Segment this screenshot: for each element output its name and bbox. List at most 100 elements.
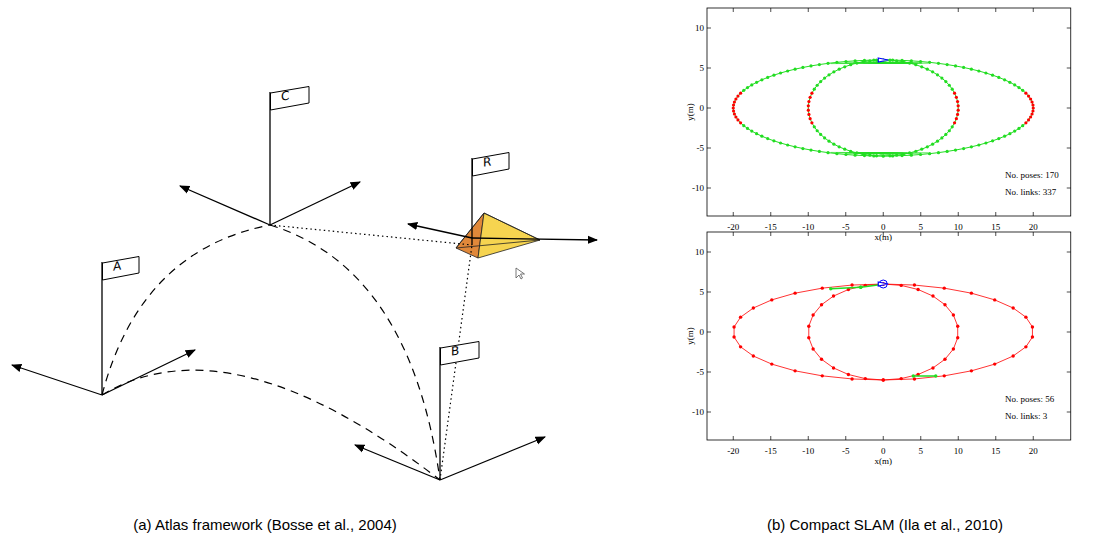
- pose-dot: [734, 115, 737, 118]
- pose-dot: [835, 152, 838, 155]
- pose-dot: [752, 306, 755, 309]
- pose-dot: [1031, 103, 1034, 106]
- pose-dot: [862, 153, 865, 156]
- pose-dot: [818, 150, 821, 153]
- pose-dot: [859, 286, 862, 289]
- pose-dot: [820, 303, 823, 306]
- frame-label: B: [451, 343, 459, 358]
- axis: [102, 350, 195, 395]
- pose-dot: [807, 104, 810, 107]
- pose-dot: [739, 315, 742, 318]
- pose-dot: [1003, 135, 1006, 138]
- pose-dot: [739, 345, 742, 348]
- pose-dot: [899, 377, 902, 380]
- pose-dot: [823, 136, 826, 139]
- pose-dot: [807, 109, 810, 112]
- robot-marker: [878, 58, 888, 62]
- graph-stat: No. poses: 170: [1005, 171, 1059, 180]
- pose-dot: [809, 117, 812, 120]
- pose-dot: [827, 73, 830, 76]
- flag-shape: [270, 86, 312, 112]
- pose-dot: [813, 125, 816, 128]
- tick-label: 15: [991, 223, 1000, 232]
- pose-dot: [916, 288, 919, 291]
- pose-dot: [936, 73, 939, 76]
- pose-dot: [862, 60, 865, 63]
- robot-marker: [878, 282, 888, 286]
- frame-flag: R: [472, 152, 512, 245]
- figure-caption: (a) Atlas framework (Bosse et al., 2004): [133, 517, 396, 532]
- tick: [845, 436, 846, 440]
- tick-label: 10: [954, 223, 963, 232]
- pose-dot: [838, 145, 841, 148]
- pose-dot: [1030, 100, 1033, 103]
- tick: [845, 232, 846, 236]
- tick: [808, 8, 809, 12]
- tick: [770, 8, 771, 12]
- pose-dot: [920, 148, 923, 151]
- pose-dot: [937, 62, 940, 65]
- pose-dot: [739, 92, 742, 95]
- tick: [707, 372, 711, 373]
- tick: [958, 8, 959, 12]
- pose-dot: [755, 132, 758, 135]
- tick-label: -5: [842, 447, 850, 456]
- pose-dot: [913, 377, 916, 380]
- tick-label: 0: [881, 223, 886, 232]
- figure-caption: (b) Compact SLAM (Ila et al., 2010): [767, 517, 1003, 532]
- pose-dot: [956, 325, 959, 328]
- pose-dot: [984, 141, 987, 144]
- pose-dot: [931, 294, 934, 297]
- tick-label: 20: [1029, 223, 1038, 232]
- pose-dot: [732, 325, 735, 328]
- pose-dot: [736, 94, 739, 97]
- tick-label: -10: [802, 223, 814, 232]
- pose-dot: [913, 283, 916, 286]
- pose-dot: [955, 96, 958, 99]
- pose-dot: [919, 153, 922, 156]
- tick-label: 5: [700, 288, 705, 297]
- pose-dot: [807, 100, 810, 103]
- tick: [995, 232, 996, 236]
- pose-dot: [810, 92, 813, 95]
- odometry-link: [733, 60, 1033, 156]
- tick: [1033, 8, 1034, 12]
- tick: [707, 28, 711, 29]
- tick: [845, 212, 846, 216]
- tick: [1067, 372, 1071, 373]
- pole: [101, 262, 102, 395]
- tick: [733, 212, 734, 216]
- pose-dot: [984, 71, 987, 74]
- loop-link: [861, 285, 880, 287]
- tick-label: 10: [695, 24, 704, 33]
- axis-title: y(m): [686, 327, 695, 345]
- pose-dot: [813, 88, 816, 91]
- pose-dot: [1024, 92, 1027, 95]
- pose-dot: [807, 336, 810, 339]
- pose-dot: [772, 74, 775, 77]
- tick: [995, 212, 996, 216]
- pose-dot: [859, 286, 862, 289]
- pose-dot: [855, 151, 858, 154]
- tick: [707, 188, 711, 189]
- pose-dot: [970, 369, 973, 372]
- pose-dot: [746, 127, 749, 130]
- tick: [1067, 188, 1071, 189]
- pose-dot: [850, 283, 853, 286]
- pose-dot: [829, 287, 832, 290]
- frame-flag: C: [270, 86, 312, 225]
- tick: [770, 436, 771, 440]
- pose-dot: [819, 133, 822, 136]
- tick: [707, 412, 711, 413]
- pose-dot: [899, 284, 902, 287]
- pose-dot: [844, 153, 847, 156]
- tick: [958, 232, 959, 236]
- pose-dot: [1013, 83, 1016, 86]
- flag-outline: [473, 153, 510, 177]
- pose-dot: [827, 140, 830, 143]
- graph-stat: No. links: 337: [1005, 188, 1056, 197]
- pose-dot: [823, 76, 826, 79]
- pose-dot: [928, 152, 931, 155]
- tick-label: 15: [991, 447, 1000, 456]
- tick-label: -5: [697, 144, 705, 153]
